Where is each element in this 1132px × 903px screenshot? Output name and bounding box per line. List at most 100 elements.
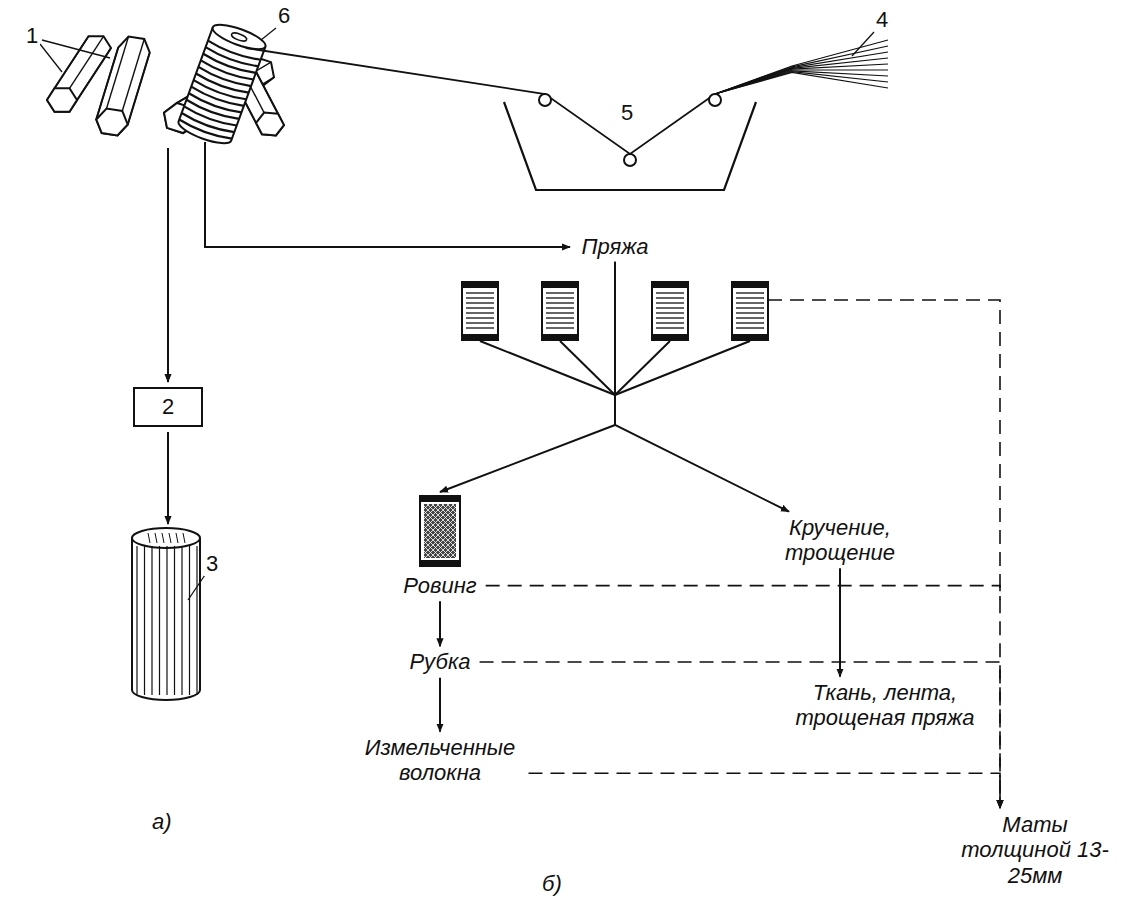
guide-roller <box>624 154 636 166</box>
part-label: а) <box>150 810 174 834</box>
node-text: Ровинг <box>400 573 479 598</box>
spool-hole <box>231 31 248 42</box>
rod-end-face <box>256 113 284 136</box>
bobbin-body <box>462 282 498 340</box>
winding <box>546 302 574 303</box>
bobbin <box>462 282 615 395</box>
bundle-top <box>132 528 200 548</box>
flow-arrow <box>615 262 789 512</box>
spool-windings <box>178 41 260 142</box>
glass-rod <box>96 36 150 135</box>
fiber-line <box>196 546 197 695</box>
bobbin-body <box>542 282 578 340</box>
fiber-line <box>166 546 167 695</box>
bobbin-flange <box>542 282 578 288</box>
stage-label: Кручение, трощение <box>775 515 905 566</box>
node-text: Измельченные волокна <box>358 735 523 786</box>
callout-number: 3 <box>204 552 220 576</box>
fiber-end <box>155 533 157 543</box>
filament <box>715 52 888 94</box>
merge-line <box>480 341 615 395</box>
dashed-connector <box>529 773 1001 808</box>
winding <box>466 302 494 303</box>
winding <box>656 317 684 318</box>
winding <box>466 312 494 313</box>
winding <box>656 327 684 328</box>
rod-edge <box>122 39 144 111</box>
rod-edge <box>70 36 104 88</box>
fiber-end <box>183 533 185 543</box>
winding <box>656 312 684 313</box>
stage-label: Маты толщиной 13-25мм <box>943 812 1128 888</box>
winding <box>466 297 494 298</box>
rod-end-face <box>96 108 128 135</box>
filament <box>715 72 888 94</box>
rod-edge <box>256 72 278 114</box>
flow-arrow <box>839 568 841 676</box>
guide-roller <box>709 94 721 106</box>
winding <box>546 292 574 293</box>
roving-bobbin: Ровинг <box>400 495 479 598</box>
filament <box>715 40 888 94</box>
process-arrow <box>167 432 169 524</box>
winding <box>736 292 764 293</box>
callout-number: 4 <box>874 8 890 32</box>
winding <box>546 307 574 308</box>
winding <box>736 302 764 303</box>
winding <box>466 317 494 318</box>
filament <box>715 70 888 94</box>
fiber-end <box>148 533 150 543</box>
fiber-bundle <box>132 528 200 700</box>
rod-edge <box>128 53 150 125</box>
fiber-line <box>189 546 190 695</box>
winding <box>736 327 764 328</box>
winding <box>546 297 574 298</box>
stage-label: Пряжа <box>578 234 651 259</box>
fiber-line <box>181 546 182 695</box>
winding <box>736 312 764 313</box>
winding <box>546 312 574 313</box>
leader-line <box>40 44 62 72</box>
merge-line <box>615 341 750 395</box>
glass-filaments <box>715 40 888 94</box>
bundle-body <box>132 538 200 700</box>
process-arrow <box>167 148 169 382</box>
filament <box>715 72 888 94</box>
winding <box>466 327 494 328</box>
filament <box>715 71 888 94</box>
bobbin-flange <box>462 334 498 340</box>
node-text: Кручение, трощение <box>775 515 905 566</box>
winding <box>736 297 764 298</box>
roving-winding <box>424 504 456 558</box>
stage-label: Ткань, лента, трощеная пряжа <box>790 680 980 731</box>
winding <box>466 292 494 293</box>
stage-label: Рубка <box>406 649 473 674</box>
dashed-connector <box>480 662 1000 808</box>
leader-line <box>188 572 207 600</box>
bobbin-flange <box>462 282 498 288</box>
spool-top <box>210 20 268 54</box>
callout-number: 6 <box>276 4 292 28</box>
bobbin <box>615 282 688 395</box>
winding <box>736 322 764 323</box>
process-arrow <box>205 142 570 247</box>
dashed-connector <box>486 586 1000 808</box>
glass-thread <box>246 48 715 154</box>
roving-flange <box>420 496 460 502</box>
merge-line <box>615 341 670 395</box>
winding <box>466 322 494 323</box>
fiber-line <box>159 546 160 695</box>
leader-line <box>42 40 110 58</box>
node-text: Ткань, лента, трощеная пряжа <box>790 680 980 731</box>
rod-edge <box>107 36 129 108</box>
flow-arrow <box>440 262 615 492</box>
node-text: Рубка <box>406 649 473 674</box>
merge-line <box>560 341 615 395</box>
bobbin-flange <box>732 334 768 340</box>
bobbin-body <box>732 282 768 340</box>
winding <box>656 307 684 308</box>
fiber-end <box>176 533 178 543</box>
winding <box>736 317 764 318</box>
yarn-spool <box>176 20 268 148</box>
